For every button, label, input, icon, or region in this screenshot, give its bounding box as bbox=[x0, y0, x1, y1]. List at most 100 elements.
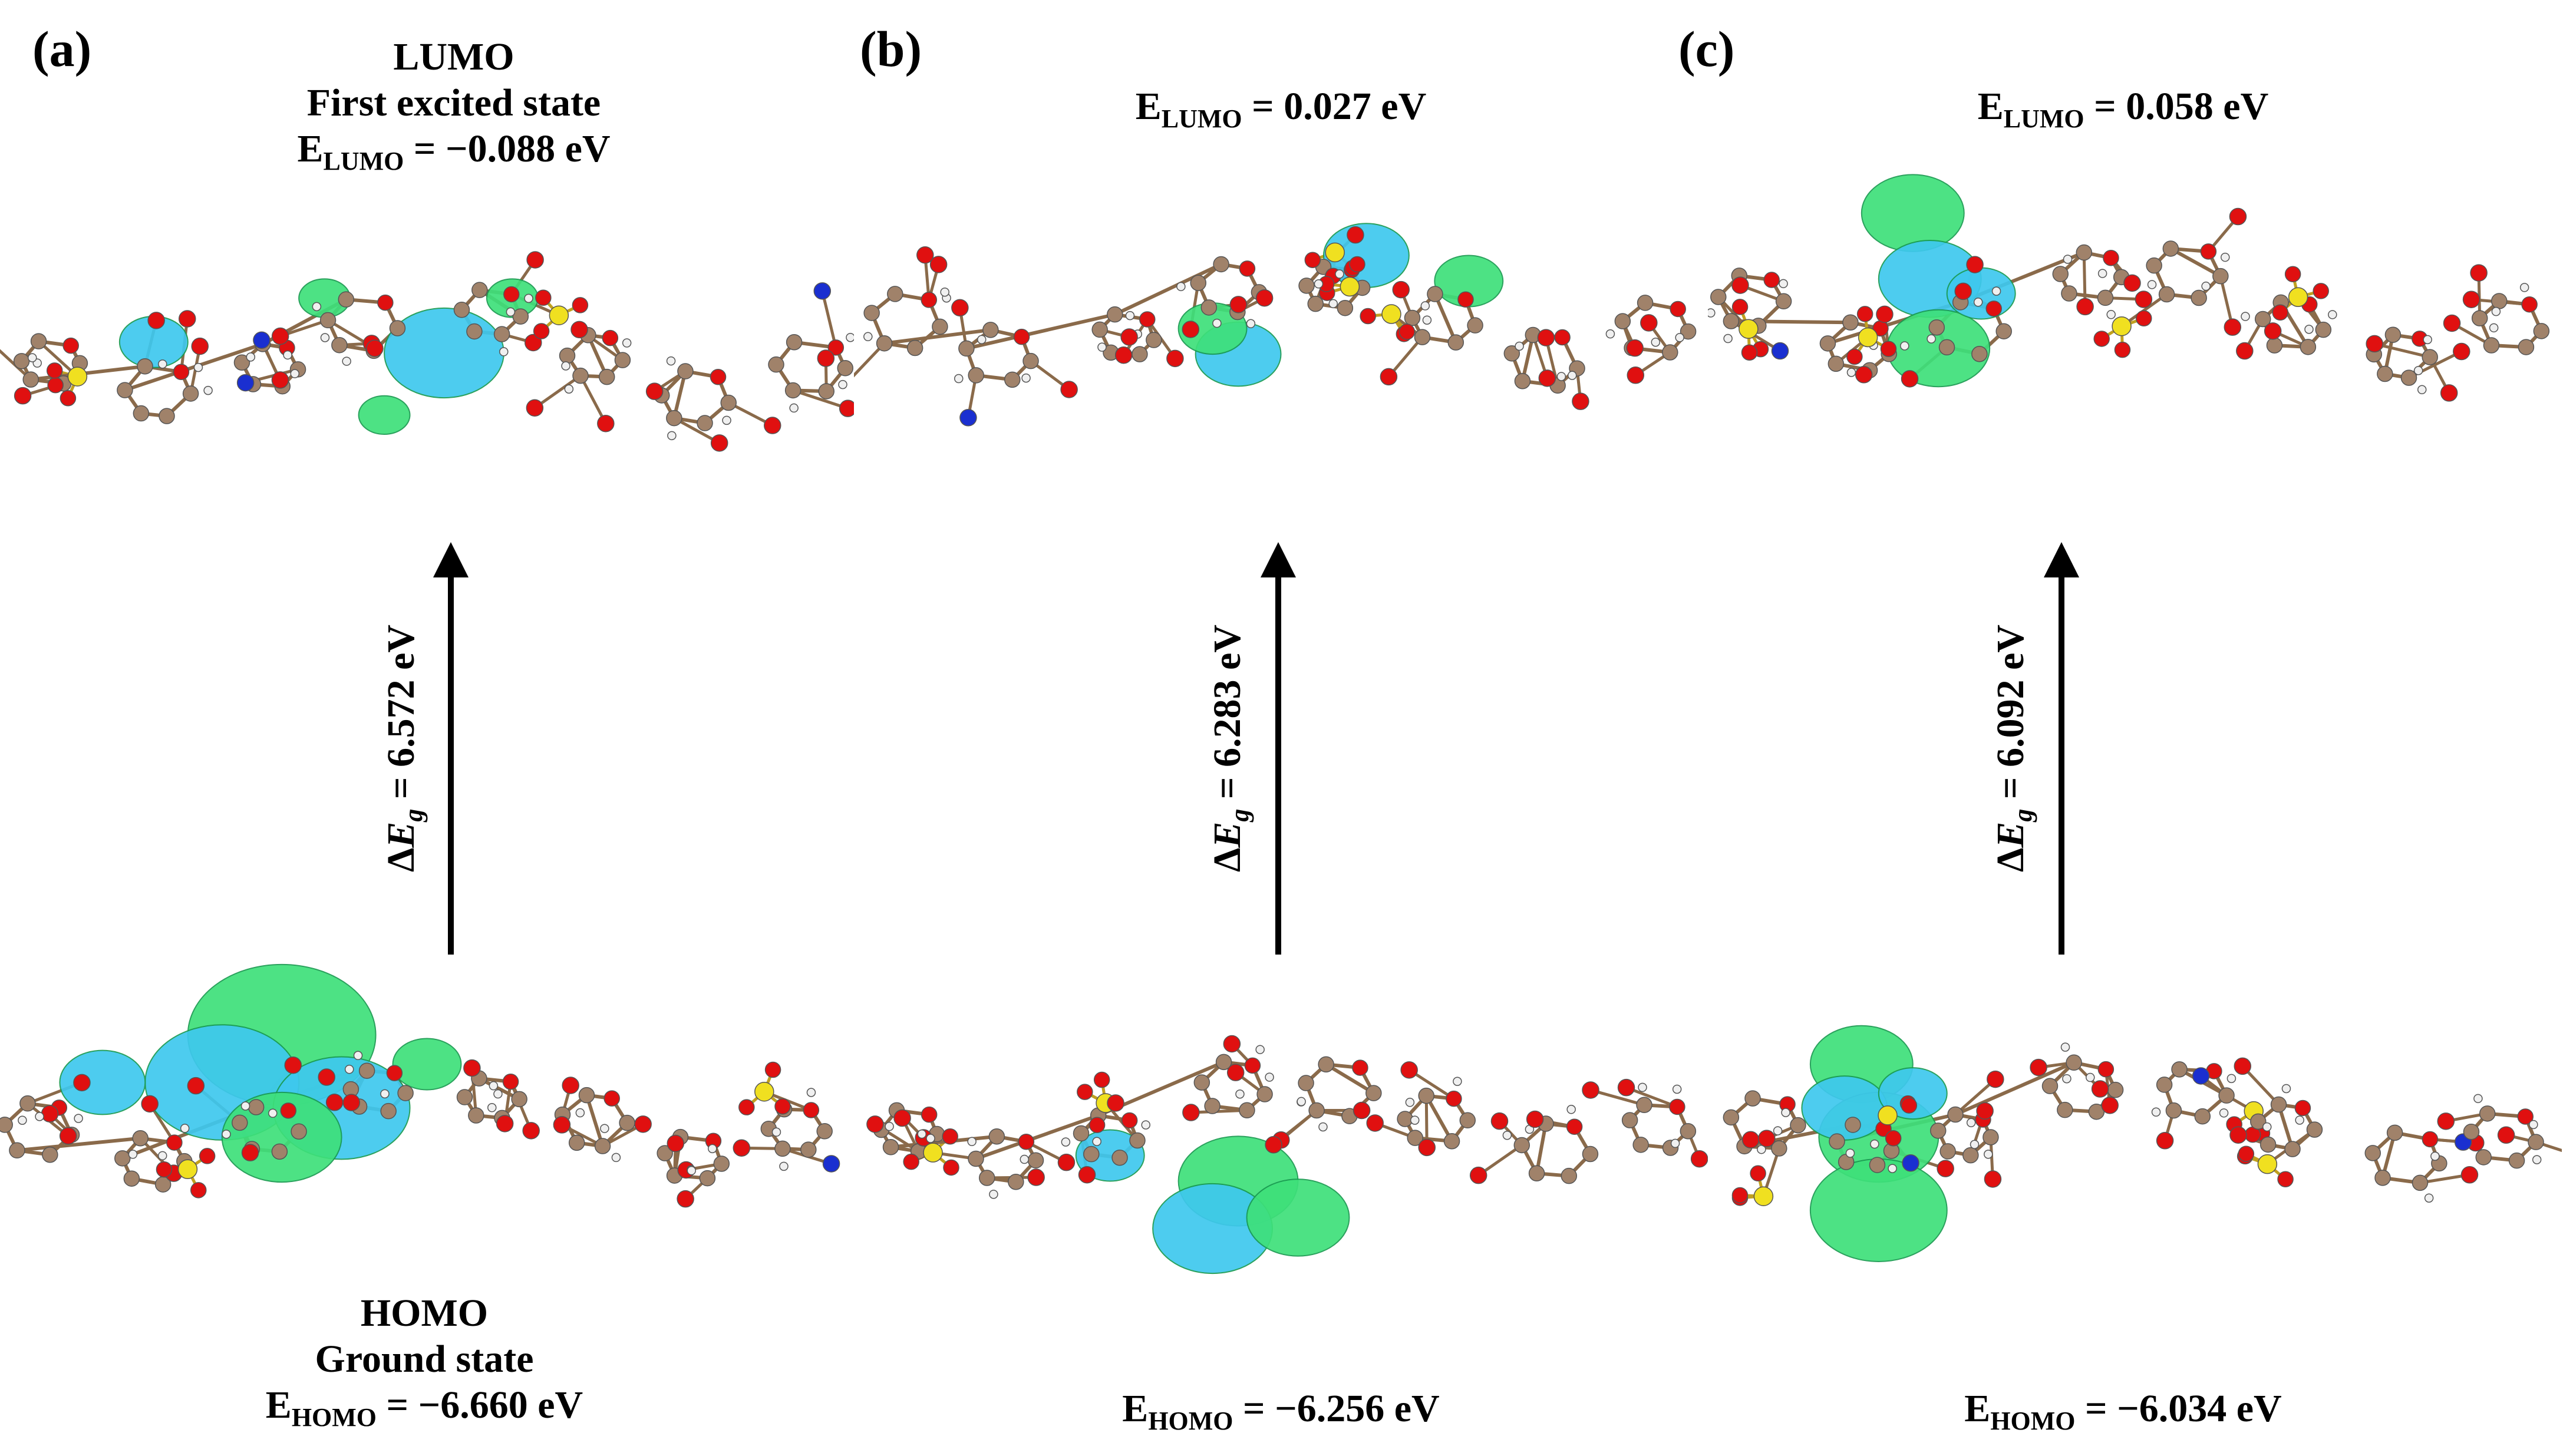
oxygen-atom bbox=[178, 310, 196, 328]
hydrogen-atom bbox=[1061, 1137, 1071, 1147]
carbon-atom bbox=[233, 354, 250, 371]
hydrogen-atom bbox=[708, 1144, 717, 1154]
oxygen-atom bbox=[46, 362, 63, 379]
oxygen-atom bbox=[1526, 1110, 1544, 1128]
hydrogen-atom bbox=[2060, 1042, 2070, 1052]
oxygen-atom bbox=[1846, 348, 1863, 365]
oxygen-atom bbox=[377, 294, 394, 311]
carbon-atom bbox=[2218, 1087, 2235, 1104]
oxygen-atom bbox=[827, 339, 845, 356]
oxygen-atom bbox=[1937, 1160, 1954, 1177]
oxygen-atom bbox=[951, 299, 969, 317]
energy-gap-label: ΔEg = 6.572 eV bbox=[380, 625, 428, 872]
carbon-atom bbox=[1298, 278, 1315, 294]
carbon-atom bbox=[2259, 1136, 2277, 1153]
hydrogen-atom bbox=[2062, 1074, 2071, 1084]
carbon-atom bbox=[1503, 345, 1520, 362]
nitrogen-atom bbox=[253, 331, 271, 349]
carbon-atom bbox=[2508, 1152, 2525, 1169]
hydrogen-atom bbox=[1405, 1098, 1415, 1107]
homo-title: HOMO bbox=[360, 1292, 489, 1335]
oxygen-atom bbox=[2272, 304, 2288, 321]
nitrogen-atom bbox=[813, 282, 832, 300]
hydrogen-atom bbox=[2201, 281, 2211, 291]
lumo-molecule bbox=[1708, 174, 2550, 402]
carbon-atom bbox=[699, 1170, 716, 1187]
hydrogen-atom bbox=[1970, 1140, 1980, 1150]
sulfur-atom bbox=[754, 1081, 774, 1102]
carbon-atom bbox=[982, 322, 999, 338]
oxygen-atom bbox=[1166, 349, 1184, 368]
hydrogen-atom bbox=[2423, 335, 2432, 345]
oxygen-atom bbox=[1392, 280, 1410, 299]
oxygen-atom bbox=[921, 1106, 938, 1123]
hydrogen-atom bbox=[1318, 1122, 1328, 1132]
hydrogen-atom bbox=[2413, 366, 2423, 375]
carbon-atom bbox=[2528, 1134, 2544, 1150]
oxygen-atom bbox=[1876, 305, 1894, 323]
carbon-atom bbox=[614, 352, 631, 368]
carbon-atom bbox=[1215, 1054, 1232, 1071]
oxygen-atom bbox=[187, 1077, 205, 1095]
oxygen-atom bbox=[271, 327, 289, 345]
carbon-atom bbox=[968, 1150, 984, 1167]
hydrogen-atom bbox=[2226, 1074, 2237, 1084]
carbon-atom bbox=[1298, 1075, 1314, 1091]
hydrogen-atom bbox=[268, 1108, 278, 1118]
oxygen-atom bbox=[2097, 1061, 2115, 1078]
oxygen-atom bbox=[2443, 314, 2461, 332]
carbon-atom bbox=[677, 363, 694, 379]
hydrogen-atom bbox=[940, 287, 949, 297]
carbon-atom bbox=[2162, 240, 2179, 257]
lumo-state: First excited state bbox=[306, 81, 601, 124]
hydrogen-atom bbox=[157, 1151, 167, 1161]
hydrogen-atom bbox=[74, 1114, 83, 1123]
carbon-atom bbox=[1447, 334, 1464, 351]
carbon-atom bbox=[1514, 372, 1531, 389]
oxygen-atom bbox=[763, 417, 781, 434]
carbon-atom bbox=[2463, 1123, 2480, 1140]
carbon-atom bbox=[1561, 1167, 1578, 1184]
hydrogen-atom bbox=[806, 1088, 816, 1097]
carbon-atom bbox=[2171, 1061, 2188, 1078]
homo-caption: EHOMO = −6.034 eV bbox=[1696, 1386, 2550, 1444]
carbon-atom bbox=[137, 358, 153, 375]
oxygen-atom bbox=[1398, 323, 1416, 340]
carbon-atom bbox=[2156, 1077, 2173, 1093]
hydrogen-atom bbox=[1235, 1089, 1245, 1099]
oxygen-atom bbox=[59, 1127, 77, 1145]
oxygen-atom bbox=[1088, 1117, 1106, 1134]
carbon-atom bbox=[117, 382, 133, 398]
oxygen-atom bbox=[1226, 1064, 1245, 1081]
oxygen-atom bbox=[866, 1115, 884, 1133]
hydrogen-atom bbox=[1297, 1097, 1306, 1107]
oxygen-atom bbox=[47, 377, 64, 394]
oxygen-atom bbox=[1626, 339, 1644, 357]
oxygen-atom bbox=[1182, 1104, 1200, 1121]
homo-energy: EHOMO = −6.256 eV bbox=[1122, 1387, 1440, 1435]
oxygen-atom bbox=[533, 323, 550, 339]
carbon-atom bbox=[1256, 1086, 1273, 1102]
oxygen-atom bbox=[166, 1134, 183, 1151]
oxygen-atom bbox=[1750, 1165, 1766, 1182]
oxygen-atom bbox=[2224, 318, 2242, 336]
lumo-energy: ELUMO = −0.088 eV bbox=[297, 127, 611, 176]
panel-b: (b) ELUMO = 0.027 eV ΔEg = 6.283 eV EHOM… bbox=[854, 0, 1708, 1456]
carbon-atom bbox=[2384, 326, 2402, 343]
carbon-atom bbox=[1962, 1147, 1979, 1164]
carbon-atom bbox=[123, 1170, 140, 1187]
oxygen-atom bbox=[1490, 1112, 1509, 1130]
oxygen-atom bbox=[325, 1094, 344, 1111]
oxygen-atom bbox=[1352, 1059, 1368, 1076]
carbon-atom bbox=[657, 1145, 673, 1161]
carbon-atom bbox=[512, 308, 529, 325]
oxygen-atom bbox=[241, 1144, 259, 1161]
carbon-atom bbox=[1983, 1129, 1999, 1145]
carbon-atom bbox=[559, 347, 576, 364]
hydrogen-atom bbox=[846, 332, 854, 342]
orbital-lobe bbox=[358, 395, 411, 435]
carbon-atom bbox=[1819, 335, 1836, 352]
carbon-atom bbox=[1614, 313, 1631, 329]
carbon-atom bbox=[1829, 1133, 1845, 1150]
oxygen-atom bbox=[2101, 1097, 2119, 1114]
